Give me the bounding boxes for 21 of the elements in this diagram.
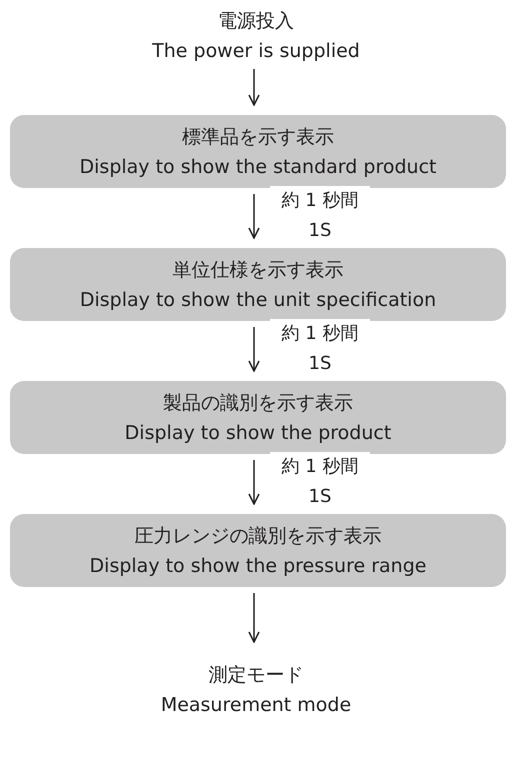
arrow [248,194,260,239]
arrow [248,593,260,643]
step-description: The power is supplied [152,39,360,64]
arrow [248,327,260,372]
step-description: Measurement mode [160,693,352,718]
process-box [10,381,506,454]
step-title: 製品の識別を示す表示 [163,390,353,416]
step-description: Display to show the unit specification [80,288,436,312]
process-box [10,248,506,321]
process-box [10,115,506,188]
step-description: Display to show the pressure range [90,554,426,578]
process-box [10,514,506,587]
step-description: Display to show the product [124,420,392,446]
step-description: Display to show the standard product [80,154,436,180]
step-title: 単位仕様を示す表示 [172,258,344,282]
arrow [248,460,260,505]
step-title: 圧力レンジの識別を示す表示 [134,524,382,548]
step-title: 測定モード [208,663,304,688]
step-title: 標準品を示す表示 [182,124,334,150]
arrow [248,69,260,106]
step-title: 電源投入 [218,9,294,34]
